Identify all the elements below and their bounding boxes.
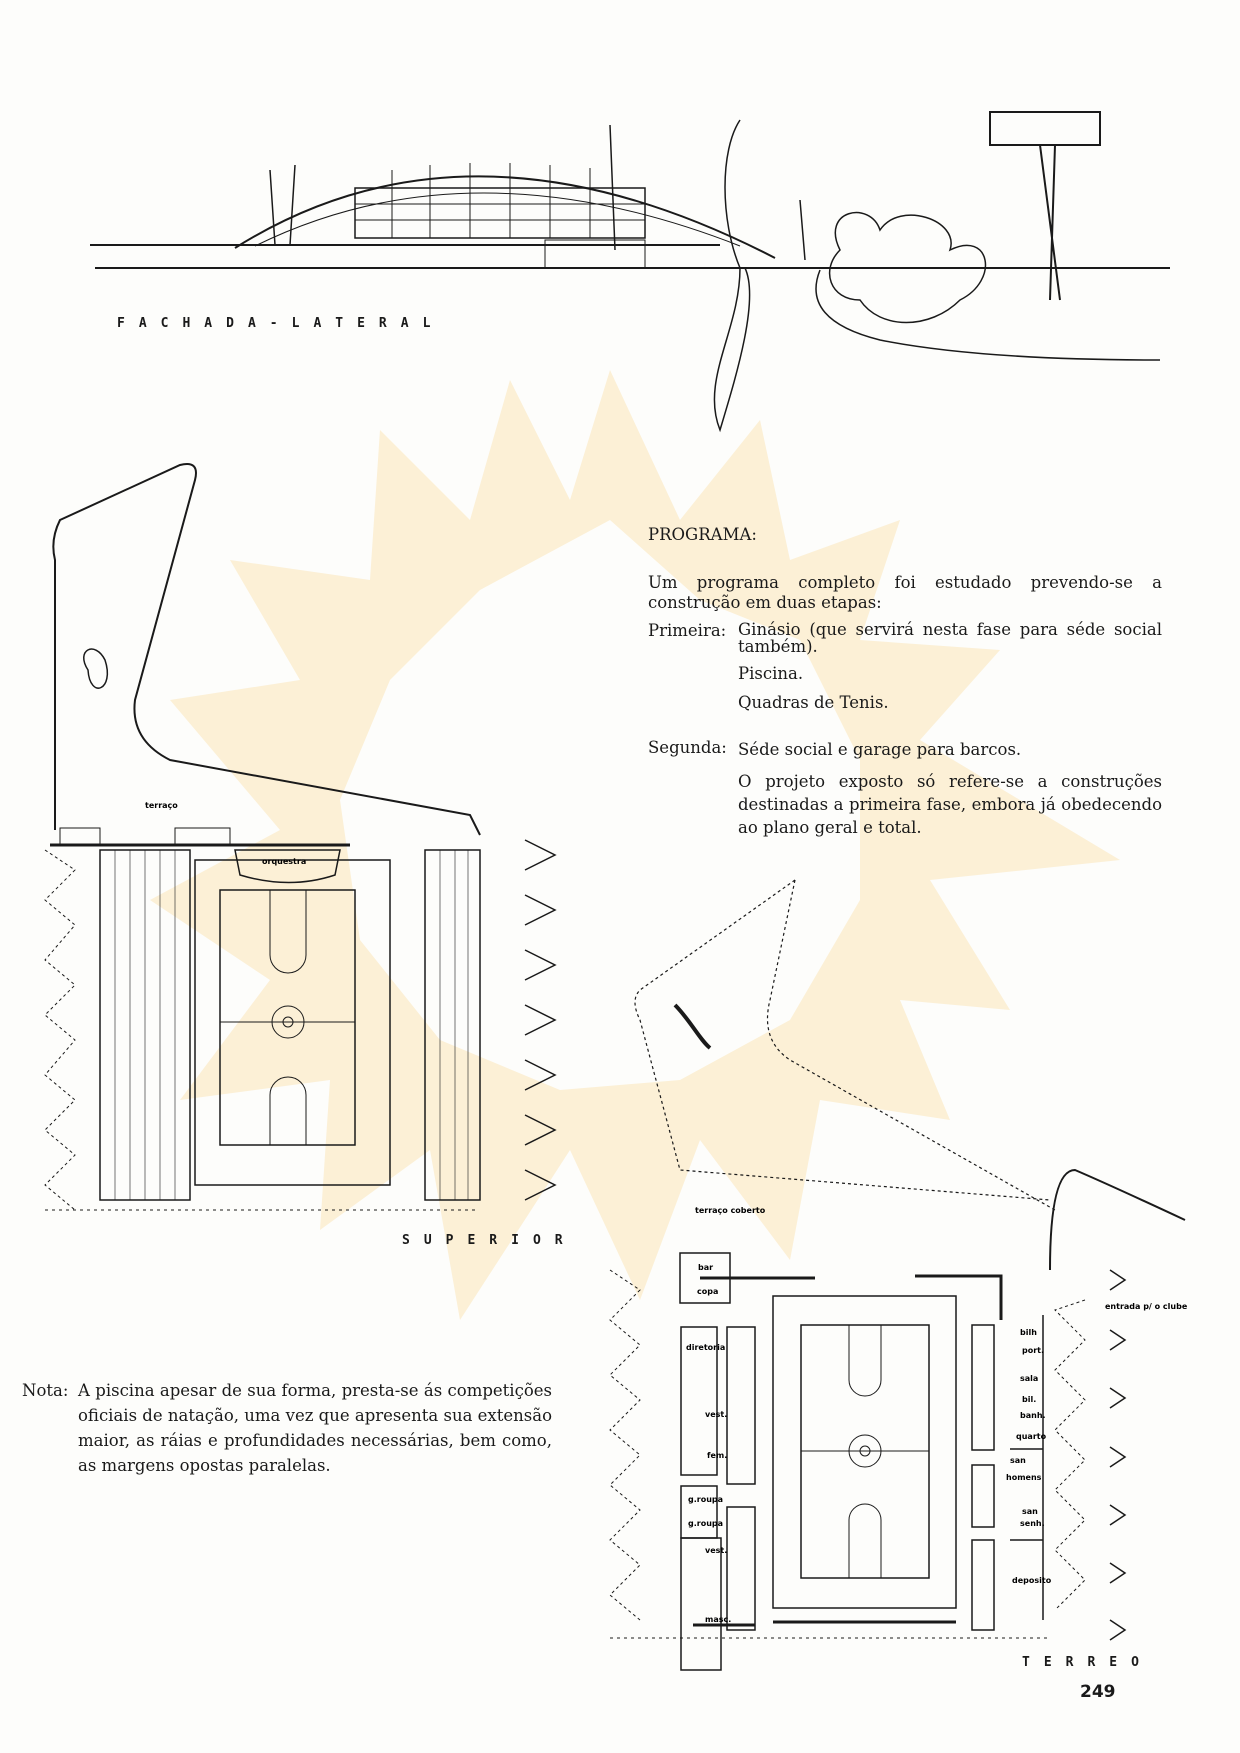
label-covered-terrace: terraço coberto xyxy=(695,1206,766,1215)
label-bilh: bilh xyxy=(1020,1328,1037,1337)
primeira-row: Primeira: Ginásio (que servirá nesta fas… xyxy=(648,621,1162,722)
label-quarto: quarto xyxy=(1016,1432,1047,1441)
facade-caption: FACHADA-LATERAL xyxy=(117,316,445,331)
label-san-senh-2: senh. xyxy=(1020,1519,1045,1528)
programa-section: PROGRAMA: Um programa completo foi estud… xyxy=(648,525,1162,848)
segunda-item: Séde social e garage para barcos. xyxy=(738,740,1022,759)
segunda-row: Segunda: Séde social e garage para barco… xyxy=(648,738,1162,848)
primeira-item: Ginásio (que servirá nesta fase para séd… xyxy=(738,620,1162,656)
primeira-item: Piscina. xyxy=(738,664,804,683)
label-vest-masc: vest. xyxy=(705,1546,727,1555)
label-g-roupa-1: g.roupa xyxy=(688,1495,723,1504)
label-banh: banh. xyxy=(1020,1411,1046,1420)
label-vest-fem: vest. xyxy=(705,1410,727,1419)
label-san-homens-1: san xyxy=(1010,1456,1026,1465)
label-masc: masc. xyxy=(705,1615,731,1624)
programa-intro: Um programa completo foi estudado preven… xyxy=(648,573,1162,612)
label-g-roupa-2: g.roupa xyxy=(688,1519,723,1528)
nota-section: Nota: A piscina apesar de sua forma, pre… xyxy=(22,1378,552,1478)
label-sala: sala xyxy=(1020,1374,1038,1383)
label-terrace: terraço xyxy=(145,801,178,810)
primeira-item: Quadras de Tenis. xyxy=(738,693,889,712)
label-copa: copa xyxy=(697,1287,718,1296)
nota-text: A piscina apesar de sua forma, presta-se… xyxy=(78,1381,552,1475)
label-bar: bar xyxy=(698,1263,713,1272)
nota-label: Nota: xyxy=(22,1381,69,1400)
label-orchestra: orquestra xyxy=(262,857,306,866)
label-san-homens-2: homens xyxy=(1006,1473,1042,1482)
label-entrada: entrada p/ o clube xyxy=(1105,1302,1188,1311)
programa-heading: PROGRAMA: xyxy=(648,525,757,544)
page-number: 249 xyxy=(1080,1682,1116,1702)
primeira-label: Primeira: xyxy=(648,621,727,640)
segunda-item: O projeto exposto só refere-se a constru… xyxy=(738,772,1162,837)
ground-caption: TERREO xyxy=(1022,1655,1153,1670)
label-diretoria: diretoria xyxy=(686,1343,725,1352)
label-san-senh-1: san xyxy=(1022,1507,1038,1516)
upper-caption: SUPERIOR xyxy=(402,1233,577,1248)
label-fem: fem. xyxy=(707,1451,727,1460)
segunda-label: Segunda: xyxy=(648,738,727,757)
label-deposito: deposito xyxy=(1012,1576,1052,1585)
label-bil: bil. xyxy=(1022,1395,1036,1404)
label-port: port. xyxy=(1022,1346,1044,1355)
